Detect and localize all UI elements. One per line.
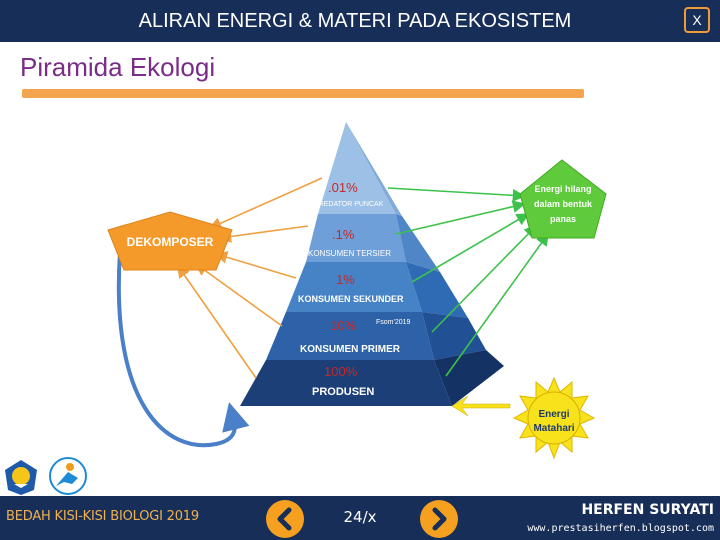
blue-recycle-arrow: [116, 251, 250, 448]
level-percent: 1%: [336, 272, 355, 287]
energy-lost-text: dalam bentuk: [534, 199, 593, 209]
green-arrow: [395, 200, 526, 235]
chevron-right-icon: [432, 507, 447, 531]
orange-arrow: [194, 263, 283, 327]
level-label: KONSUMEN TERSIER: [308, 249, 391, 258]
green-arrow: [411, 213, 530, 283]
energy-lost-shape: [519, 159, 607, 239]
level-percent: 100%: [324, 364, 358, 379]
level-label: PREDATOR PUNCAK: [314, 201, 384, 208]
pyramid-level-2: [306, 214, 406, 262]
section-title: Piramida Ekologi: [20, 52, 216, 82]
energy-lost-text: panas: [550, 214, 576, 224]
level-percent: .1%: [332, 227, 355, 242]
page-number: 24/x: [343, 508, 377, 526]
sun-shape: [512, 376, 596, 460]
ecological-pyramid-figure: .01% PREDATOR PUNCAK .1% KONSUMEN TERSIE…: [107, 122, 607, 460]
close-button[interactable]: X: [684, 7, 710, 33]
website-link[interactable]: www.prestasiherfen.blogspot.com: [527, 523, 714, 534]
level-label: PRODUSEN: [312, 386, 374, 398]
orange-arrow: [214, 251, 297, 279]
footer-bar: BEDAH KISI-KISI BIOLOGI 2019 24/x HERFEN…: [0, 496, 720, 540]
sun-energy-arrow: [451, 395, 511, 417]
page-title: ALIRAN ENERGI & MATERI PADA EKOSISTEM: [138, 10, 572, 32]
level-percent: .01%: [328, 180, 358, 195]
footer-course-label: BEDAH KISI-KISI BIOLOGI 2019: [6, 509, 199, 524]
level-label: KONSUMEN PRIMER: [300, 344, 401, 355]
green-arrow: [431, 224, 538, 333]
green-arrow: [445, 232, 549, 377]
student-logo: [49, 457, 87, 495]
tut-wuri-logo: [5, 460, 37, 495]
orange-arrow: [208, 177, 323, 230]
energy-lost-text: Energi hilang: [534, 184, 591, 194]
title-underline: [22, 89, 584, 98]
sun-text: Energi: [538, 409, 569, 420]
prev-slide-button[interactable]: [266, 500, 304, 538]
orange-arrow: [177, 264, 257, 379]
pyramid-level-base: [240, 360, 452, 406]
sun-text: Matahari: [533, 423, 574, 434]
decomposer-shape: [107, 211, 233, 271]
watermark: Fsom'2019: [376, 319, 411, 326]
decomposer-label: DEKOMPOSER: [127, 235, 214, 249]
header-bar: ALIRAN ENERGI & MATERI PADA EKOSISTEM X: [0, 0, 720, 42]
chevron-left-icon: [277, 507, 292, 531]
next-slide-button[interactable]: [420, 500, 458, 538]
pyramid-level-top: [318, 122, 396, 214]
author-name: HERFEN SURYATI: [581, 502, 714, 518]
orange-arrow: [218, 225, 309, 243]
pyramid-level-3: [286, 262, 422, 312]
level-percent: 10%: [330, 318, 356, 333]
pyramid-level-4: [266, 312, 434, 360]
green-arrow: [387, 187, 526, 202]
level-label: KONSUMEN SEKUNDER: [298, 294, 404, 304]
